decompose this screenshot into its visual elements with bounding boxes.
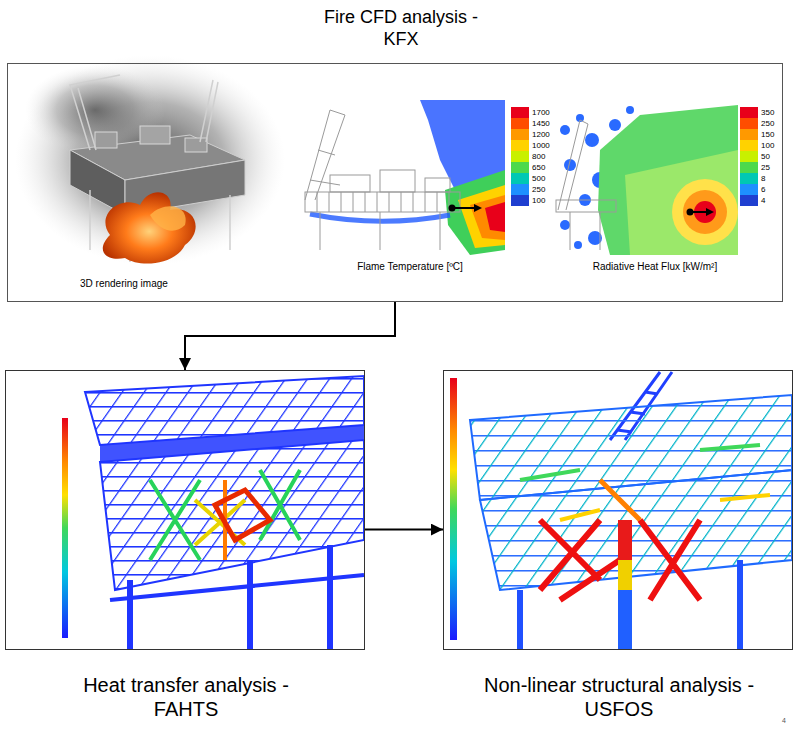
text-slot: Flame Temperature [ºC] bbox=[315, 261, 505, 273]
legend-value: 50 bbox=[761, 151, 785, 162]
legend-value: 1000 bbox=[532, 140, 556, 151]
legend-swatch bbox=[511, 129, 529, 140]
heat-flux-plot bbox=[556, 105, 738, 255]
text-slot: 1450 bbox=[532, 118, 556, 129]
text-slot: 650 bbox=[532, 162, 556, 173]
legend-value: 6 bbox=[761, 184, 785, 195]
text-slot: 1200 bbox=[532, 129, 556, 140]
legend-swatch bbox=[740, 173, 758, 184]
rendering-view: 3D rendering image bbox=[20, 74, 290, 294]
legend-swatch bbox=[740, 107, 758, 118]
legend-value: 1450 bbox=[532, 118, 556, 129]
temperature-view: Flame Temperature [ºC] 170014501200100080… bbox=[298, 89, 553, 279]
text-slot: 100 bbox=[532, 195, 556, 206]
heat-transfer-model bbox=[62, 376, 364, 649]
page-number: 4 bbox=[782, 716, 796, 725]
analysis-box: Heat transfer analysis -FAHTS bbox=[5, 370, 365, 650]
legend-value: 650 bbox=[532, 162, 556, 173]
legend-swatch bbox=[740, 184, 758, 195]
legend-swatch bbox=[740, 129, 758, 140]
structural-model bbox=[450, 372, 792, 649]
legend-swatch bbox=[511, 195, 529, 206]
text-slot: 500 bbox=[532, 173, 556, 184]
legend-swatch bbox=[511, 107, 529, 118]
view-caption: Radiative Heat Flux [kW/m²] bbox=[560, 261, 750, 273]
text-slot: 1000 bbox=[532, 140, 556, 151]
text-slot: 6 bbox=[761, 184, 785, 195]
flow-arrow bbox=[185, 302, 395, 370]
legend-value: 8 bbox=[761, 173, 785, 184]
text-slot: 4 bbox=[761, 195, 785, 206]
legend-value: 500 bbox=[532, 173, 556, 184]
legend-swatch bbox=[740, 118, 758, 129]
text-slot: 350 bbox=[761, 107, 785, 118]
legend-swatch bbox=[740, 140, 758, 151]
legend-value: 250 bbox=[761, 118, 785, 129]
legend-value: 100 bbox=[532, 195, 556, 206]
text-slot: 150 bbox=[761, 129, 785, 140]
text-slot: Fire CFD analysis -KFX bbox=[316, 6, 486, 50]
text-slot: 50 bbox=[761, 151, 785, 162]
legend-swatch bbox=[511, 140, 529, 151]
analysis-panel: Fire CFD analysis -KFX3D rendering image… bbox=[7, 63, 783, 302]
text-slot: 100 bbox=[761, 140, 785, 151]
text-slot: Radiative Heat Flux [kW/m²] bbox=[560, 261, 750, 273]
view-caption: 3D rendering image bbox=[80, 278, 280, 290]
legend-value: 350 bbox=[761, 107, 785, 118]
legend-value: 800 bbox=[532, 151, 556, 162]
text-slot: 800 bbox=[532, 151, 556, 162]
legend-swatch bbox=[511, 162, 529, 173]
legend-swatch bbox=[740, 151, 758, 162]
text-slot: 1700 bbox=[532, 107, 556, 118]
box-caption: Non-linear structural analysis -USFOS bbox=[469, 673, 769, 721]
legend-swatch bbox=[511, 151, 529, 162]
text-slot: 8 bbox=[761, 173, 785, 184]
legend-value: 250 bbox=[532, 184, 556, 195]
legend-swatch bbox=[740, 195, 758, 206]
legend-swatch bbox=[511, 118, 529, 129]
legend-value: 1700 bbox=[532, 107, 556, 118]
legend-value: 150 bbox=[761, 129, 785, 140]
text-slot: 250 bbox=[761, 118, 785, 129]
box-caption: Heat transfer analysis -FAHTS bbox=[66, 673, 306, 721]
text-slot: 250 bbox=[532, 184, 556, 195]
text-slot: 4 bbox=[782, 716, 796, 725]
flow-arrow bbox=[365, 529, 443, 531]
rendering-illustration bbox=[15, 55, 285, 265]
text-slot: Non-linear structural analysis -USFOS bbox=[469, 673, 769, 721]
text-slot: 3D rendering image bbox=[80, 278, 280, 290]
flame-temperature-plot bbox=[305, 100, 505, 255]
legend-swatch bbox=[511, 184, 529, 195]
text-slot: Heat transfer analysis -FAHTS bbox=[66, 673, 306, 721]
legend-swatch bbox=[740, 162, 758, 173]
panel-heading: Fire CFD analysis -KFX bbox=[316, 6, 486, 50]
legend-value: 4 bbox=[761, 195, 785, 206]
legend-value: 100 bbox=[761, 140, 785, 151]
legend-swatch bbox=[511, 173, 529, 184]
legend-value: 25 bbox=[761, 162, 785, 173]
view-caption: Flame Temperature [ºC] bbox=[315, 261, 505, 273]
analysis-box: Non-linear structural analysis -USFOS bbox=[443, 370, 793, 650]
heat-flux-view: Radiative Heat Flux [kW/m²] 3502501501005… bbox=[556, 89, 782, 279]
text-slot: 25 bbox=[761, 162, 785, 173]
legend-value: 1200 bbox=[532, 129, 556, 140]
